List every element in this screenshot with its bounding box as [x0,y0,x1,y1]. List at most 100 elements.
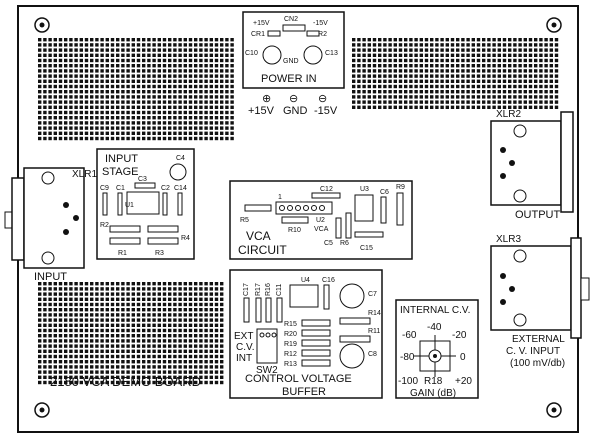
ic-u3 [354,194,374,222]
capacitor-c3 [134,182,156,189]
switch-sw2 [256,328,278,364]
resistor-r13 [301,359,331,367]
label-c10: C10 [245,50,258,57]
capacitor-c15 [354,231,384,238]
resistor-r10 [281,216,309,224]
label-cn2: CN2 [284,16,298,23]
capacitor-c1 [117,192,123,216]
hole-grid [352,38,559,109]
label-r19: R19 [284,341,297,348]
resistor-r14 [339,317,371,325]
label-c9: C9 [100,185,109,192]
mounting-hole [546,17,562,33]
terminal-minus15-label: -15V [314,105,338,117]
label-c3: C3 [138,176,147,183]
capacitor-c17 [243,297,250,323]
mounting-hole [34,402,50,418]
label-r15: R15 [284,321,297,328]
tick-minus40: -40 [427,322,442,333]
label-plus15-top: +15V [253,20,270,27]
resistor-r9 [396,192,404,226]
cn2-connector [282,24,306,32]
label-ext: EXT [234,331,253,342]
label-r9: R9 [396,184,405,191]
mounting-hole [546,402,562,418]
tick-zero: 0 [460,352,466,363]
capacitor-c16 [323,284,330,310]
xlr3-connector [490,237,590,339]
resistor-r11 [339,335,371,343]
label-minus15-top: -15V [313,20,328,27]
terminal-minus-symbol: ⊖ [318,93,327,105]
label-r18: R18 [424,376,443,387]
xlr1-label: XLR1 [72,169,97,180]
hole-grid [38,38,234,141]
capacitor-c13 [303,45,323,65]
capacitor-c9 [102,192,108,216]
capacitor-c8 [339,343,365,369]
label-u2: U2 [316,217,325,224]
input-label: INPUT [34,271,67,283]
label-r4: R4 [181,235,190,242]
terminal-gnd-label: GND [283,105,308,117]
tick-minus60: -60 [402,330,417,341]
tick-plus20: +20 [455,376,472,387]
external-label: EXTERNAL [512,334,565,345]
resistor-r2 [109,225,141,233]
cv-buffer-title-2: BUFFER [282,386,326,398]
power-in-title: POWER IN [261,73,317,85]
output-label: OUTPUT [515,209,561,221]
gain-db-label: GAIN (dB) [410,388,456,399]
terminal-gnd-symbol: ⊖ [289,93,298,105]
label-c6: C6 [380,189,389,196]
internal-cv-title: INTERNAL C.V. [400,305,470,316]
label-c13: C13 [325,50,338,57]
resistor-r15 [301,319,331,327]
label-r17: R17 [255,283,262,296]
label-c11: C11 [276,284,283,296]
label-pin1: 1 [278,194,282,201]
cv-scale-label: (100 mV/db) [510,358,565,369]
tick-minus100: -100 [398,376,418,387]
diode-cr1 [267,30,281,37]
label-c8: C8 [368,351,377,358]
capacitor-c2 [162,192,168,216]
cv-input-label: C. V. INPUT [506,346,560,357]
label-r16: R16 [265,283,272,296]
power-in-section: +15V CN2 -15V CR1 CR2 C10 C13 GND POWER … [242,11,345,89]
label-r14: R14 [368,310,381,317]
resistor-r4 [147,225,179,233]
label-r5: R5 [240,217,249,224]
label-r10: R10 [288,227,301,234]
ic-u4 [289,284,319,308]
resistor-r20 [301,329,331,337]
label-c1: C1 [116,185,125,192]
label-c14: C14 [174,185,187,192]
xlr2-connector [490,111,574,213]
xlr2-label: XLR2 [496,109,521,120]
board-title: 2180 VCA DEMO BOARD [50,374,201,389]
resistor-r3 [147,237,179,245]
tick-minus80: -80 [400,352,415,363]
capacitor-c12 [311,192,341,199]
cv-buffer-title-1: CONTROL VOLTAGE [245,373,352,385]
cv-buffer-section: C17 R17 R16 C11 U4 C16 C7 R14 R11 C8 R15… [229,269,383,399]
capacitor-c7 [339,283,365,309]
vca-title-1: VCA [246,229,271,243]
prototyping-grid-area [38,38,559,385]
label-u4: U4 [301,277,310,284]
capacitor-c14 [177,192,183,216]
label-r12: R12 [284,351,297,358]
input-stage-section: INPUT STAGE C4 C3 C9 C1 C2 C14 U1 R2 R4 … [96,148,195,260]
hole-grid [38,282,224,385]
terminal-plus-symbol: ⊕ [262,93,271,105]
terminal-plus15-label: +15V [248,105,275,117]
resistor-r17 [255,297,262,323]
mounting-hole [34,17,50,33]
vca-title-2: CIRCUIT [238,243,287,257]
resistor-r5 [244,204,272,212]
label-c7: C7 [368,291,377,298]
internal-cv-section: INTERNAL C.V. -40 -60 -20 -80 0 -100 +20… [395,299,479,399]
label-gnd-inner: GND [283,58,299,65]
